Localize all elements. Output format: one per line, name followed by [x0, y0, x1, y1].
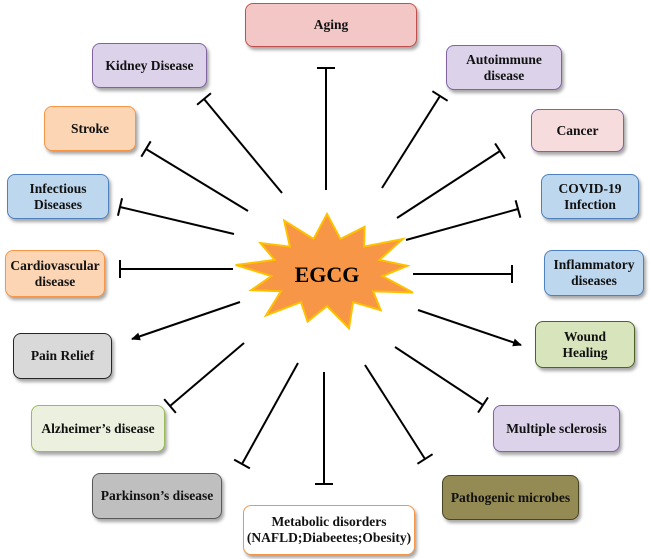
pain-label: Pain Relief [30, 348, 95, 363]
autoimmune-connector [381, 95, 441, 189]
alzheimer-inhibit-bar [163, 398, 177, 414]
parkinson-node: Parkinson’s disease [92, 473, 222, 519]
wound-node: Wound Healing [535, 321, 635, 368]
autoimmune-inhibit-bar [431, 90, 449, 102]
infectious-label: Infectious Diseases [29, 180, 87, 212]
infectious-inhibit-bar [116, 198, 124, 216]
infectious-node: Infectious Diseases [7, 174, 109, 219]
hub-starburst [235, 211, 414, 331]
alzheimer-label: Alzheimer’s disease [41, 420, 155, 436]
cancer-inhibit-bar [494, 142, 506, 160]
cancer-label: Cancer [556, 122, 599, 138]
infectious-connector [119, 206, 235, 235]
parkinson-label: Parkinson’s disease [100, 488, 214, 503]
ms-label: Multiple sclerosis [506, 420, 607, 436]
stroke-inhibit-bar [140, 140, 152, 158]
autoimmune-node: Autoimmune disease [446, 45, 562, 90]
covid-node: COVID-19 Infection [541, 174, 639, 219]
microbes-inhibit-bar [416, 453, 434, 465]
stroke-connector [145, 148, 249, 212]
microbes-label: Pathogenic microbes [450, 489, 571, 505]
cardio-node: Cardiovascular disease [5, 250, 105, 297]
wound-connector [417, 309, 522, 347]
autoimmune-label: Autoimmune disease [466, 51, 542, 83]
alzheimer-connector [169, 342, 245, 407]
covid-inhibit-bar [514, 200, 522, 218]
cancer-connector [396, 150, 501, 219]
pain-node: Pain Relief [13, 333, 112, 379]
hub-label: EGCG [295, 262, 360, 287]
cancer-node: Cancer [531, 109, 624, 152]
microbes-node: Pathogenic microbes [442, 475, 579, 520]
kidney-inhibit-bar [196, 92, 212, 106]
ms-node: Multiple sclerosis [493, 405, 620, 452]
aging-node: Aging [245, 3, 417, 47]
kidney-label: Kidney Disease [105, 57, 194, 73]
parkinson-inhibit-bar [233, 458, 251, 470]
inflammatory-label: Inflammatory diseases [553, 257, 635, 288]
microbes-connector [364, 364, 426, 460]
ms-connector [394, 346, 484, 406]
metabolic-label: Metabolic disorders (NAFLD;Diabeetes;Obe… [246, 514, 412, 545]
alzheimer-node: Alzheimer’s disease [31, 405, 165, 452]
stroke-label: Stroke [70, 120, 109, 136]
kidney-connector [203, 98, 283, 194]
stroke-node: Stroke [44, 106, 136, 151]
parkinson-connector [241, 362, 299, 465]
cardio-label: Cardiovascular disease [10, 257, 100, 289]
kidney-node: Kidney Disease [92, 43, 207, 88]
connectors [116, 67, 522, 485]
metabolic-node: Metabolic disorders (NAFLD;Diabeetes;Obe… [243, 505, 415, 555]
covid-label: COVID-19 Infection [558, 180, 622, 212]
wound-label: Wound Healing [562, 328, 608, 360]
pain-connector [131, 301, 241, 341]
ms-inhibit-bar [477, 396, 489, 414]
covid-connector [405, 208, 519, 241]
aging-label: Aging [313, 17, 349, 32]
inflammatory-node: Inflammatory diseases [544, 250, 644, 296]
